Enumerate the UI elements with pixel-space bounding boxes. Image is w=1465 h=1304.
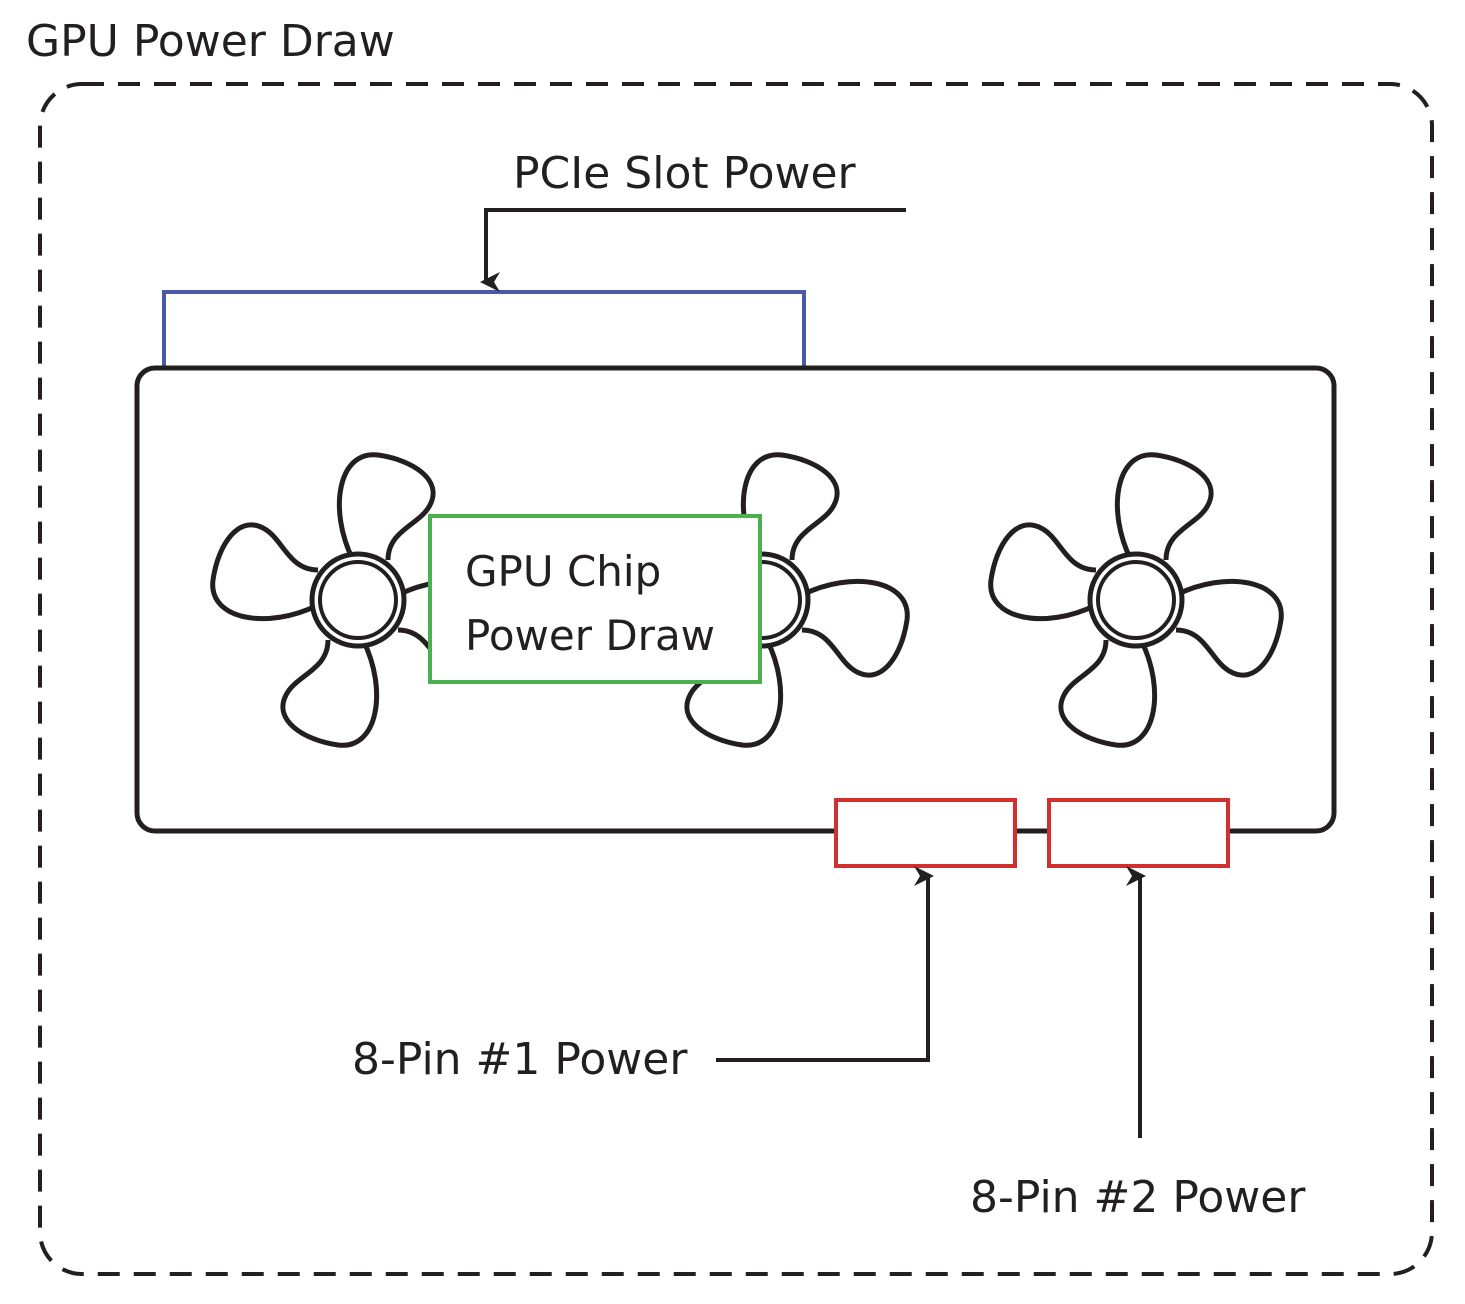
diagram-title: GPU Power Draw xyxy=(26,16,395,67)
gpu-chip-box xyxy=(428,514,762,684)
fan-icon xyxy=(991,455,1282,746)
pcie-slot-power-label: PCIe Slot Power xyxy=(513,148,857,199)
eight-pin-2-power-label: 8-Pin #2 Power xyxy=(970,1172,1306,1223)
gpu-chip-label-line2: Power Draw xyxy=(465,611,715,660)
pcie-slot-connector xyxy=(162,290,806,370)
eight-pin-connector-1 xyxy=(834,798,1017,868)
gpu-card-body xyxy=(134,365,1337,834)
eight-pin-1-arrow xyxy=(716,866,934,1062)
eight-pin-1-power-label: 8-Pin #1 Power xyxy=(352,1034,688,1085)
eight-pin-connector-2 xyxy=(1047,798,1230,868)
gpu-power-boundary xyxy=(38,82,1434,1276)
gpu-chip-label-line1: GPU Chip xyxy=(465,547,661,596)
pcie-slot-arrow xyxy=(480,208,906,292)
